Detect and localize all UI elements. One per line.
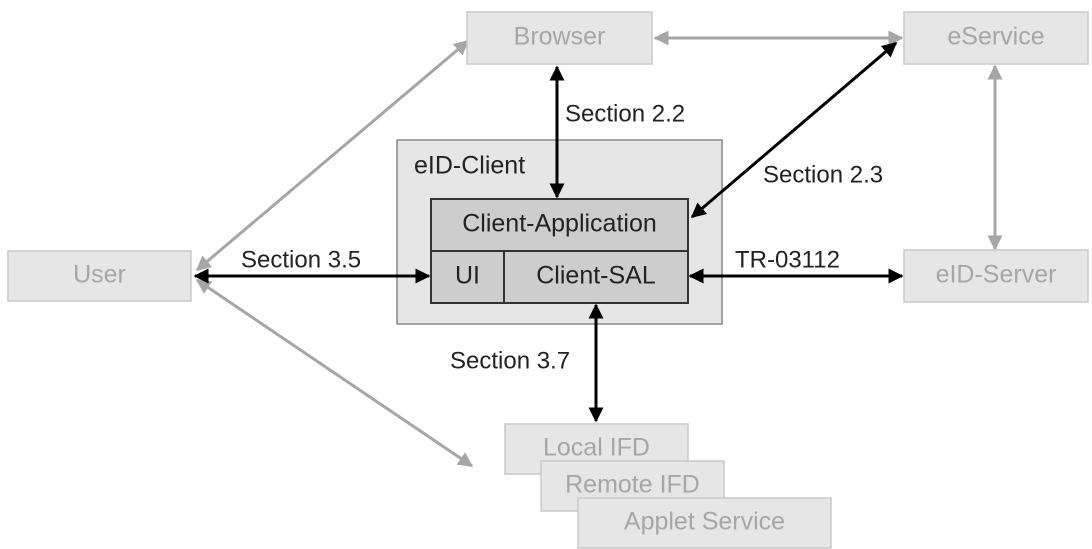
client-application-block: Client-Application [430, 198, 689, 252]
eid-server-node: eID-Server [903, 249, 1089, 303]
label-section-3-5: Section 3.5 [241, 246, 361, 273]
applet-service-label: Applet Service [624, 508, 785, 536]
arrow-user-browser [195, 39, 470, 272]
ui-block: UI [430, 250, 505, 304]
client-application-label: Client-Application [462, 210, 657, 238]
eservice-label: eService [947, 23, 1044, 51]
arrow-eservice-client [690, 41, 898, 219]
client-sal-block: Client-SAL [503, 250, 689, 304]
browser-node: Browser [466, 11, 653, 65]
eid-server-label: eID-Server [936, 261, 1057, 289]
label-section-2-2: Section 2.2 [565, 100, 685, 127]
label-section-2-3: Section 2.3 [763, 161, 883, 188]
eservice-node: eService [903, 11, 1089, 65]
eid-client-label: eID-Client [414, 152, 525, 180]
browser-label: Browser [514, 23, 606, 51]
client-sal-label: Client-SAL [536, 262, 656, 290]
applet-service-node: Applet Service [577, 497, 832, 549]
user-label: User [73, 261, 126, 289]
local-ifd-label: Local IFD [543, 434, 650, 462]
ui-label: UI [455, 262, 480, 290]
label-tr-03112: TR-03112 [735, 246, 840, 273]
user-node: User [7, 250, 192, 302]
remote-ifd-label: Remote IFD [565, 471, 700, 499]
label-section-3-7: Section 3.7 [450, 347, 570, 374]
arrow-user-ifd [195, 278, 474, 468]
